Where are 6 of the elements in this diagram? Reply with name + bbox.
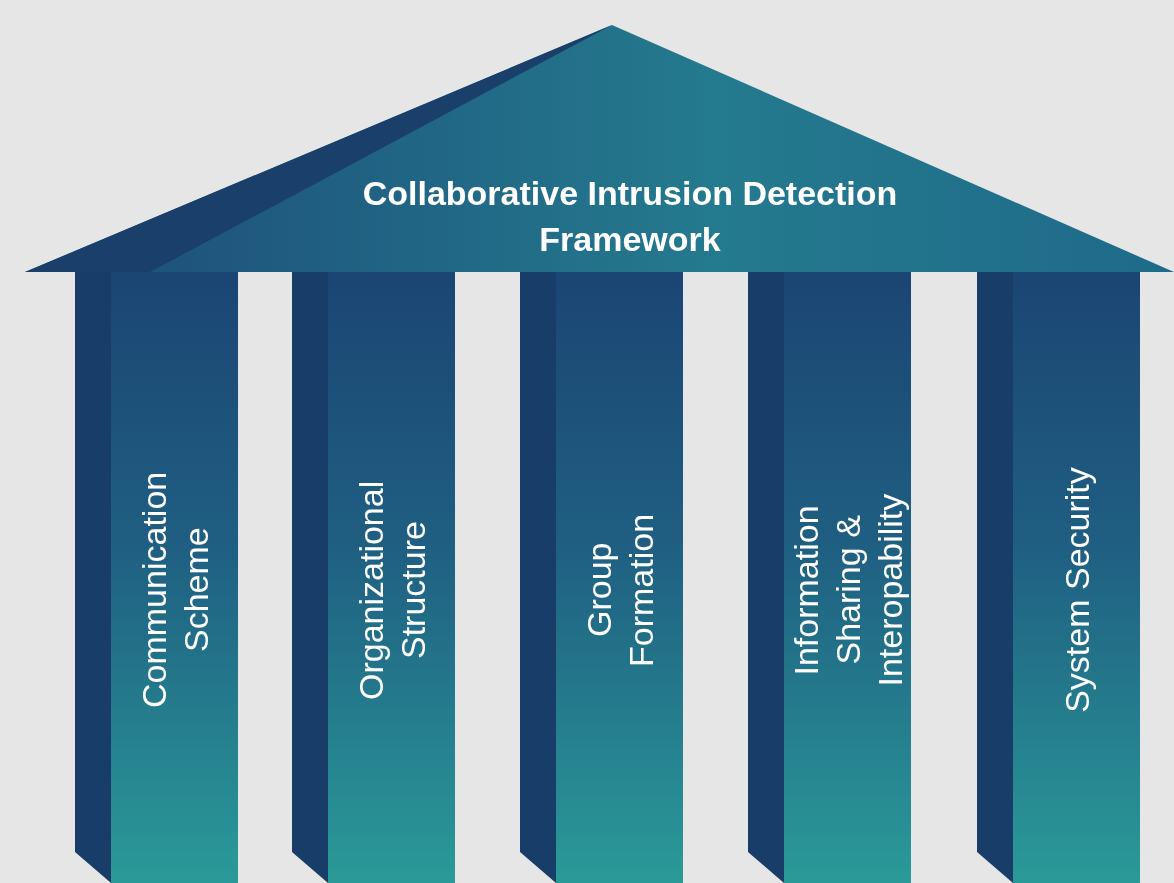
pillar-label: Organizational Structure	[351, 479, 433, 702]
pillar-label: Group Formation	[579, 512, 661, 669]
roof-title: Collaborative Intrusion Detection Framework	[361, 173, 899, 260]
pillar-label: System Security	[1057, 467, 1097, 713]
pillar-label: Information Sharing & Interopability	[786, 492, 910, 689]
pillar-label: Communication Scheme	[134, 470, 216, 711]
